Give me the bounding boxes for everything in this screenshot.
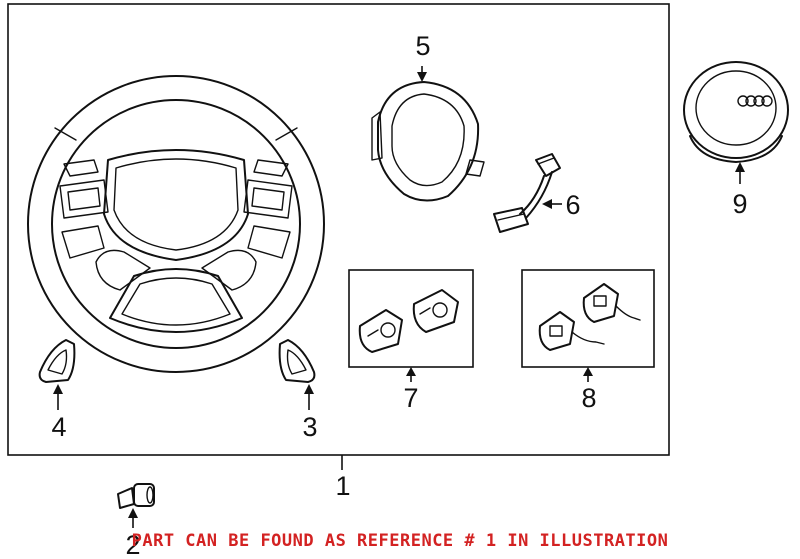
bolt xyxy=(117,483,155,509)
airbag xyxy=(683,61,789,163)
callout-5: 5 xyxy=(415,31,430,61)
switch-module-7 xyxy=(358,289,459,353)
four-rings-logo-icon xyxy=(737,95,773,107)
assembly-frame xyxy=(7,3,670,456)
steering-wheel xyxy=(27,75,325,373)
wiring-harness xyxy=(493,153,561,233)
clock-spring xyxy=(371,81,485,202)
leader-lines xyxy=(53,66,745,528)
callout-4: 4 xyxy=(51,412,66,442)
callout-2: 2 xyxy=(125,530,140,559)
callout-8: 8 xyxy=(581,383,596,413)
reference-notice: PART CAN BE FOUND AS REFERENCE # 1 IN IL… xyxy=(131,531,669,551)
paddle-right xyxy=(278,339,316,383)
callout-6: 6 xyxy=(565,190,580,220)
callout-9: 9 xyxy=(732,189,747,219)
callout-3: 3 xyxy=(302,412,317,442)
paddle-left xyxy=(38,339,76,383)
callout-1: 1 xyxy=(335,471,350,501)
callout-7: 7 xyxy=(403,383,418,413)
switch-module-8 xyxy=(538,283,641,351)
